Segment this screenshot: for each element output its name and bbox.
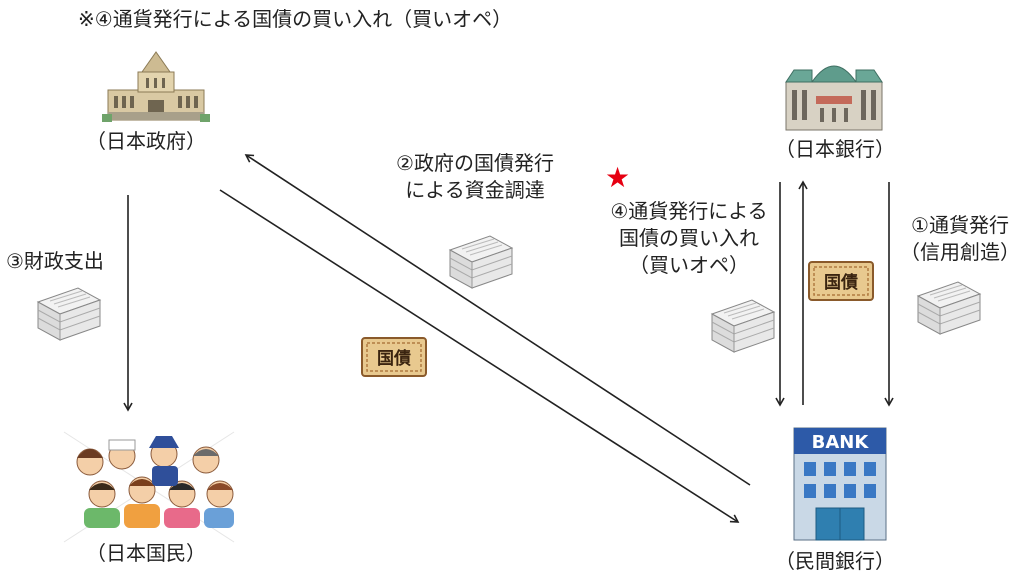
money-stack-icon <box>37 287 101 341</box>
flow-currency-issuance-line2: （信用創造） <box>900 240 1020 264</box>
node-private-bank: （民間銀行） <box>775 549 895 573</box>
money-stack-icon <box>449 235 513 289</box>
bond-label: 国債 <box>377 348 411 369</box>
flow-buy-operation-line3: （買いオペ） <box>629 253 749 277</box>
bank-building-icon: BANK <box>793 427 887 541</box>
flow-buy-operation: ④通貨発行による 国債の買い入れ （買いオペ） <box>600 198 778 279</box>
red-star-icon: ★ <box>605 161 631 194</box>
flow-bond-issuance-line1: ②政府の国債発行 <box>396 151 554 175</box>
node-government: （日本政府） <box>86 129 206 153</box>
bank-sign: BANK <box>812 432 870 453</box>
boj-building-icon <box>785 65 883 131</box>
people-crowd-icon <box>63 431 235 543</box>
arrow-bank-to-government <box>244 154 751 486</box>
money-stack-icon <box>917 281 981 335</box>
diet-building-icon <box>102 51 210 122</box>
flow-bond-issuance-line2: による資金調達 <box>405 178 545 202</box>
bond-label: 国債 <box>824 272 858 293</box>
node-boj: （日本銀行） <box>775 137 895 161</box>
flow-currency-issuance-line1: ①通貨発行 <box>911 213 1009 237</box>
node-people: （日本国民） <box>86 541 206 565</box>
arrow-government-to-bank <box>219 189 740 523</box>
flow-currency-issuance: ①通貨発行 （信用創造） <box>898 212 1022 266</box>
bond-certificate-icon: 国債 <box>361 337 427 377</box>
money-stack-icon <box>711 299 775 353</box>
flow-fiscal-spending: ③財政支出 <box>6 249 104 273</box>
flow-buy-operation-line1: ④通貨発行による <box>610 199 768 223</box>
bond-certificate-icon: 国債 <box>808 261 874 301</box>
flow-buy-operation-line2: 国債の買い入れ <box>619 226 759 250</box>
note-text: ※④通貨発行による国債の買い入れ（買いオペ） <box>78 7 513 31</box>
flow-bond-issuance: ②政府の国債発行 による資金調達 <box>375 150 575 204</box>
